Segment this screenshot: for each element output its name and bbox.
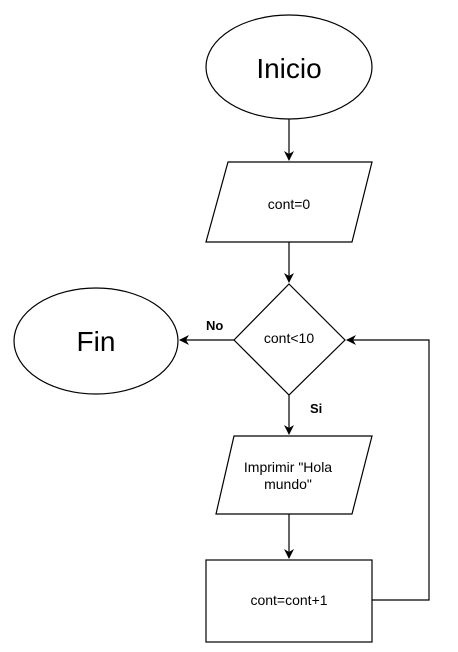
start-node-label: Inicio: [256, 52, 322, 84]
end-node-shape: [13, 287, 179, 395]
increment-node-shape: [205, 559, 373, 643]
print-node-label: Imprimir "Hola mundo": [243, 458, 333, 493]
condition-node-label: cont<10: [263, 330, 315, 347]
init-node-shape: [205, 161, 373, 243]
increment-node-label: cont=cont+1: [250, 592, 328, 609]
init-node-label: cont=0: [267, 196, 311, 213]
end-node-label: Fin: [76, 325, 116, 357]
edge-increment-loop-to-condition: [346, 335, 430, 601]
edge-true-label: Si: [310, 400, 323, 416]
edge-false-label: No: [206, 317, 224, 333]
print-node-shape: [215, 435, 373, 515]
